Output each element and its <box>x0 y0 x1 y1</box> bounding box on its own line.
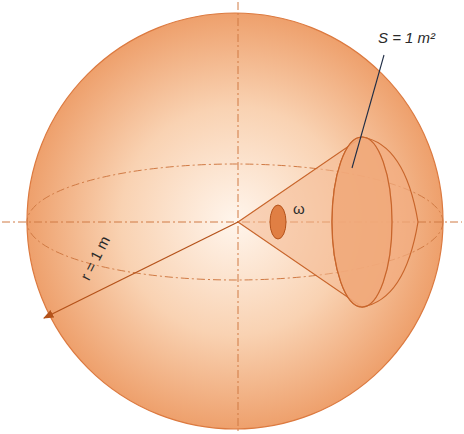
leader-line <box>352 55 384 168</box>
surface-cap <box>332 137 418 307</box>
cone <box>238 137 392 307</box>
vertical-axis <box>238 2 239 432</box>
radius-arrow <box>44 222 238 318</box>
solid-angle-section <box>270 205 286 239</box>
cap-rim <box>332 137 392 307</box>
sphere <box>27 13 443 429</box>
solid-angle-symbol: ω <box>293 201 305 218</box>
surface-label: S = 1 m² <box>378 30 435 47</box>
